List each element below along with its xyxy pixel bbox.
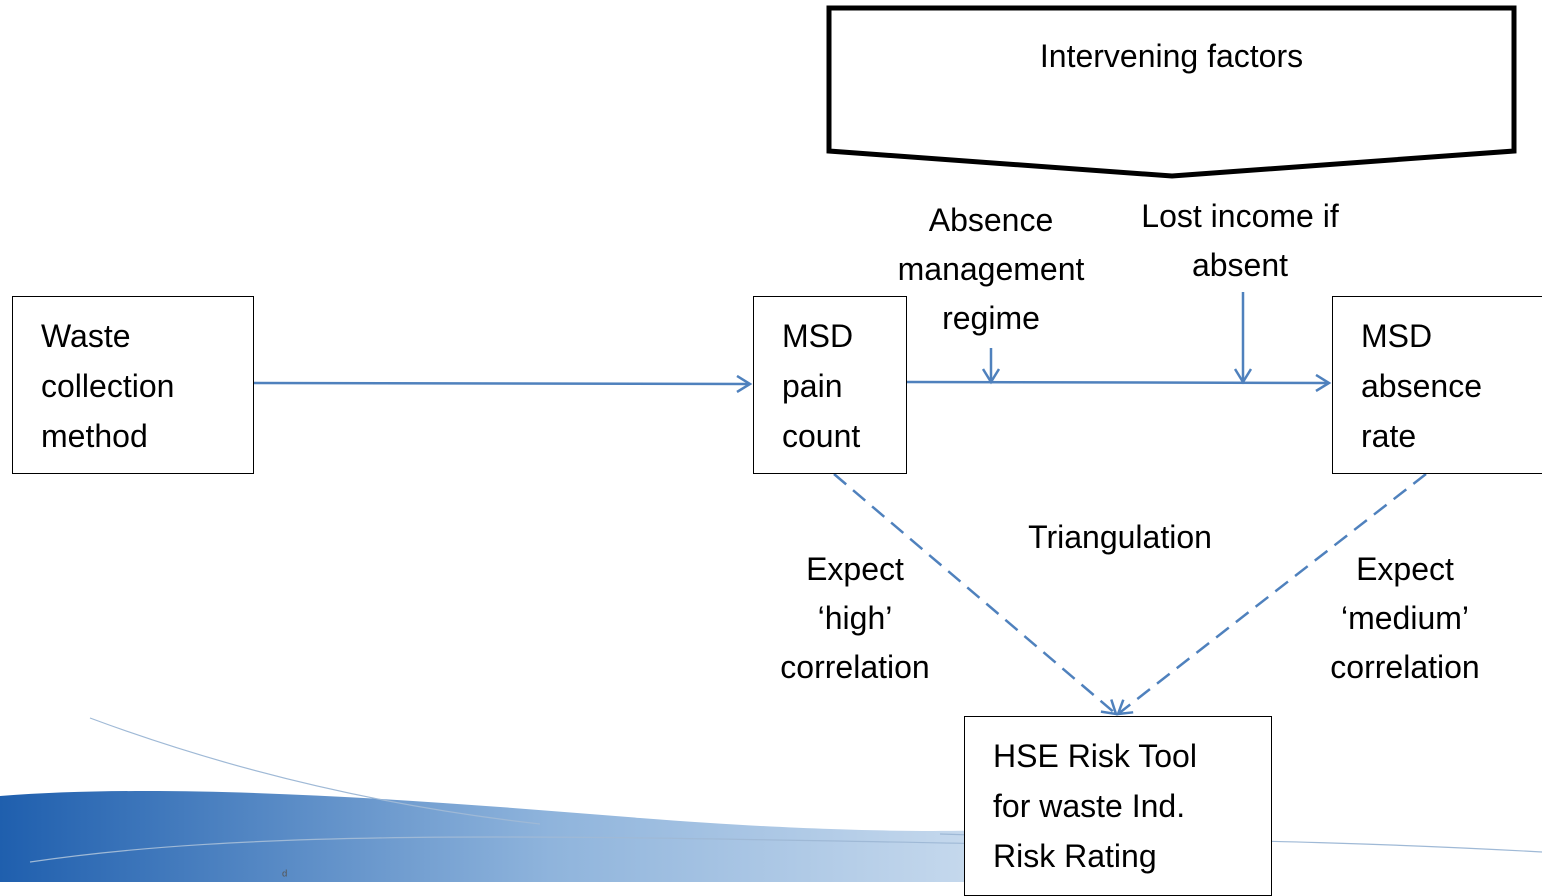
box-waste-collection-method: Waste collection method xyxy=(12,296,254,474)
label-triangulation: Triangulation xyxy=(1028,519,1212,555)
swoosh-lower-curve xyxy=(29,836,1001,863)
label-lost-income-if-absent: Lost income if absent xyxy=(1141,198,1339,283)
arrow-pain-to-absence xyxy=(906,382,1329,383)
arrow-waste-to-pain xyxy=(253,383,750,384)
box-absence-label: MSD absence rate xyxy=(1361,318,1482,454)
callout-shape xyxy=(826,5,1517,179)
label-expect-high-correlation: Expect ‘high’ correlation xyxy=(780,551,930,685)
arrow-pain-to-hse-dashed xyxy=(833,473,1116,714)
label-absence-management-regime: Absence management regime xyxy=(897,202,1085,336)
box-msd-absence-rate: MSD absence rate xyxy=(1332,296,1542,474)
box-hse-risk-tool: HSE Risk Tool for waste Ind. Risk Rating xyxy=(964,716,1272,896)
callout-label: Intervening factors xyxy=(1039,38,1304,74)
box-pain-label: MSD pain count xyxy=(782,318,861,454)
box-hse-label: HSE Risk Tool for waste Ind. Risk Rating xyxy=(993,738,1197,874)
swoosh-mark: ᵈ xyxy=(282,867,287,882)
box-waste-label: Waste collection method xyxy=(41,318,175,454)
box-msd-pain-count: MSD pain count xyxy=(753,296,907,474)
swoosh-top-curve xyxy=(89,717,541,825)
arrow-absence-to-hse-dashed xyxy=(1118,473,1427,714)
label-expect-medium-correlation: Expect ‘medium’ correlation xyxy=(1330,551,1480,685)
decorative-swoosh: ᵈ xyxy=(0,717,1542,882)
